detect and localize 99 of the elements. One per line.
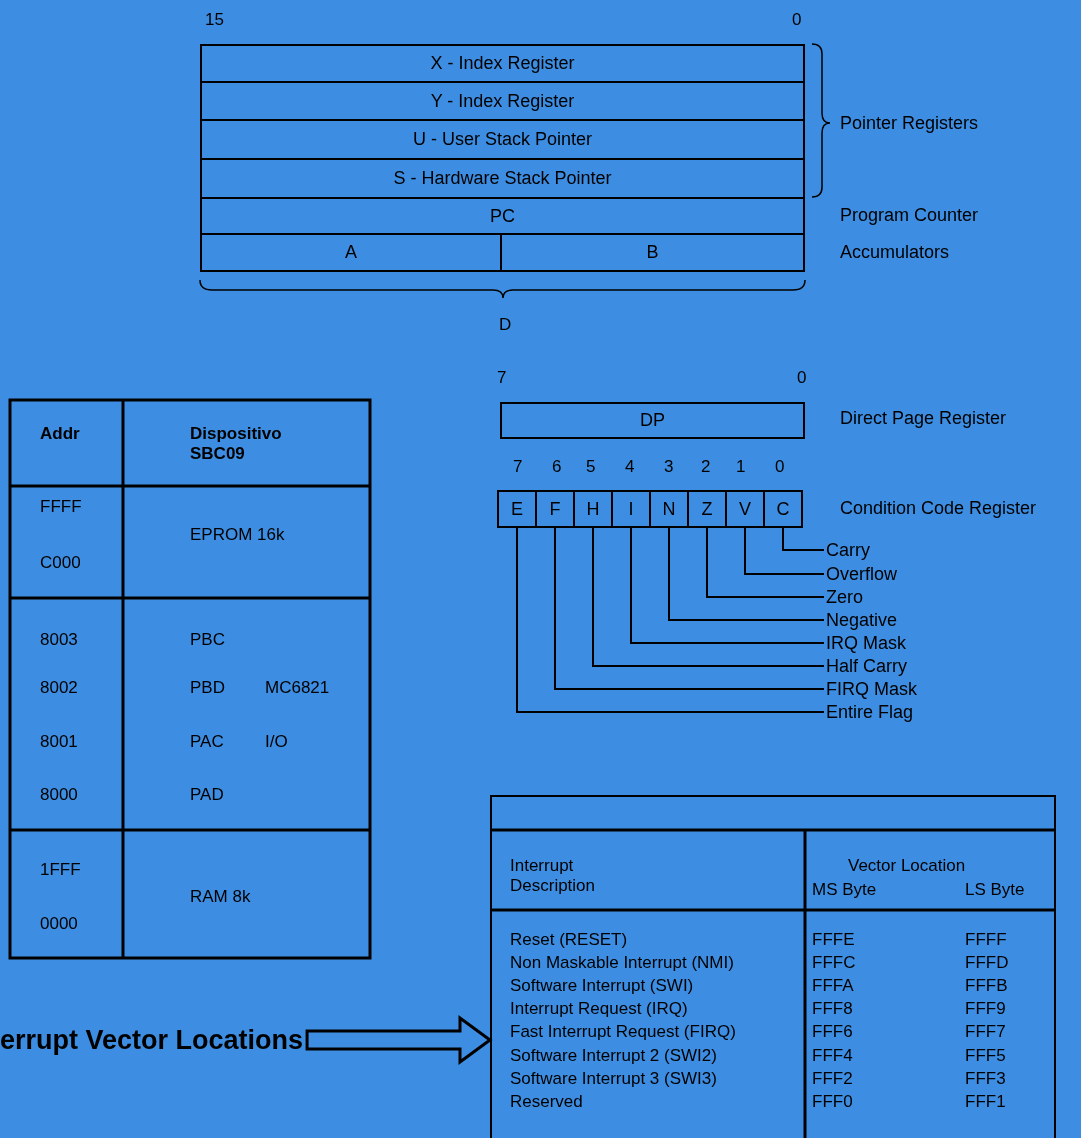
flag-bit-box: C <box>763 490 803 528</box>
register-group-label: Accumulators <box>840 242 950 262</box>
table-entry: PBC <box>190 630 225 650</box>
bit-number: 7 <box>497 368 507 388</box>
table-entry: FFF7 <box>965 1022 1006 1043</box>
table-entry: Reserved <box>510 1091 583 1112</box>
register-box: X - Index Register <box>200 44 805 83</box>
register-box: B <box>500 233 805 272</box>
bit-number: 1 <box>736 457 746 477</box>
flag-bit-box: V <box>725 490 765 528</box>
table-entry: RAM 8k <box>190 887 251 907</box>
register-box: A <box>200 233 502 272</box>
bit-number: 15 <box>205 10 224 30</box>
register-caption: Direct Page Register <box>840 408 1007 428</box>
table-entry: FFF8 <box>812 999 853 1020</box>
table-entry: PAD <box>190 785 224 805</box>
flag-bit-box: F <box>535 490 575 528</box>
table-entry: Software Interrupt 2 (SWI2) <box>510 1045 717 1066</box>
flag-bit-box: Z <box>687 490 727 528</box>
flag-bit-box: I <box>611 490 651 528</box>
table-entry: FFF9 <box>965 999 1006 1020</box>
table-entry: FFF5 <box>965 1045 1006 1066</box>
table-entry: FFFA <box>812 976 854 997</box>
table-entry: I/O <box>265 732 288 752</box>
register-box: U - User Stack Pointer <box>200 119 805 160</box>
table-frame <box>490 795 1056 1138</box>
flag-name: Carry <box>826 540 870 560</box>
brace-label: D <box>499 315 512 335</box>
leader-line <box>744 527 825 575</box>
table-entry: FFFF <box>965 930 1007 950</box>
table-entry: Non Maskable Interrupt (NMI) <box>510 953 734 974</box>
table-entry: FFFF <box>40 497 82 517</box>
table-entry: FFF4 <box>812 1045 853 1066</box>
flag-bit-box: E <box>497 490 537 528</box>
leader-line <box>592 527 825 667</box>
table-entry: FFFB <box>965 976 1008 997</box>
leader-line <box>630 527 825 644</box>
bit-number: 0 <box>775 457 785 477</box>
leader-line <box>554 527 825 690</box>
table-entry: Software Interrupt 3 (SWI3) <box>510 1068 717 1089</box>
table-entry: Fast Interrupt Request (FIRQ) <box>510 1022 736 1043</box>
flag-name: Zero <box>826 587 863 607</box>
flag-name: FIRQ Mask <box>826 679 917 699</box>
table-entry: Reset (RESET) <box>510 930 628 950</box>
table-entry: 0000 <box>40 914 78 934</box>
register-caption: Program Counter <box>840 205 979 225</box>
table-entry: C000 <box>40 553 81 573</box>
flag-bit-box: N <box>649 490 689 528</box>
block-arrow <box>305 1015 493 1065</box>
table-entry: FFF6 <box>812 1022 853 1043</box>
register-group-label: Pointer Registers <box>840 113 979 133</box>
flag-name: IRQ Mask <box>826 633 906 653</box>
column-header: MS Byte <box>812 880 877 900</box>
leader-line <box>668 527 825 621</box>
column-header: LS Byte <box>965 880 1025 900</box>
table-entry: 8003 <box>40 630 78 650</box>
table-entry: Software Interrupt (SWI) <box>510 976 694 997</box>
table-entry: FFFE <box>812 930 855 950</box>
register-box: PC <box>200 197 805 235</box>
table-entry: FFFD <box>965 953 1009 974</box>
column-header: Vector Location <box>848 856 966 876</box>
register-box: Y - Index Register <box>200 81 805 121</box>
bit-number: 6 <box>552 457 562 477</box>
table-entry: 1FFF <box>40 860 81 880</box>
bit-number: 7 <box>513 457 523 477</box>
table-entry: PAC <box>190 732 224 752</box>
table-entry: FFF2 <box>812 1068 853 1089</box>
table-entry: FFF1 <box>965 1091 1006 1112</box>
column-header: Addr <box>40 424 80 444</box>
table-entry: Interrupt Request (IRQ) <box>510 999 688 1020</box>
bit-number: 0 <box>797 368 807 388</box>
table-entry: 8000 <box>40 785 78 805</box>
register-box: S - Hardware Stack Pointer <box>200 158 805 199</box>
bit-number: 5 <box>586 457 596 477</box>
register-group-label: Condition Code Register <box>840 498 1037 518</box>
bit-number: 0 <box>792 10 802 30</box>
flag-name: Entire Flag <box>826 702 914 722</box>
flag-name: Half Carry <box>826 656 907 676</box>
bit-number: 3 <box>664 457 674 477</box>
leader-line <box>706 527 825 598</box>
column-header: Interrupt Description <box>510 856 597 896</box>
column-header: Dispositivo SBC09 <box>190 424 283 464</box>
table-entry: 8002 <box>40 678 78 698</box>
flag-name: Negative <box>826 610 898 630</box>
table-entry: FFFC <box>812 953 856 974</box>
table-entry: FFF3 <box>965 1068 1006 1089</box>
table-entry: FFF0 <box>812 1091 853 1112</box>
bit-number: 2 <box>701 457 711 477</box>
leader-line <box>782 527 825 551</box>
table-entry: PBD <box>190 678 225 698</box>
register-box: DP <box>500 402 805 439</box>
table-entry: 8001 <box>40 732 78 752</box>
table-entry: EPROM 16k <box>190 525 285 545</box>
section-heading: errupt Vector Locations <box>0 1024 304 1056</box>
table-entry: MC6821 <box>265 678 330 698</box>
flag-bit-box: H <box>573 490 613 528</box>
bit-number: 4 <box>625 457 635 477</box>
leader-line <box>516 527 825 713</box>
flag-name: Overflow <box>826 564 897 584</box>
